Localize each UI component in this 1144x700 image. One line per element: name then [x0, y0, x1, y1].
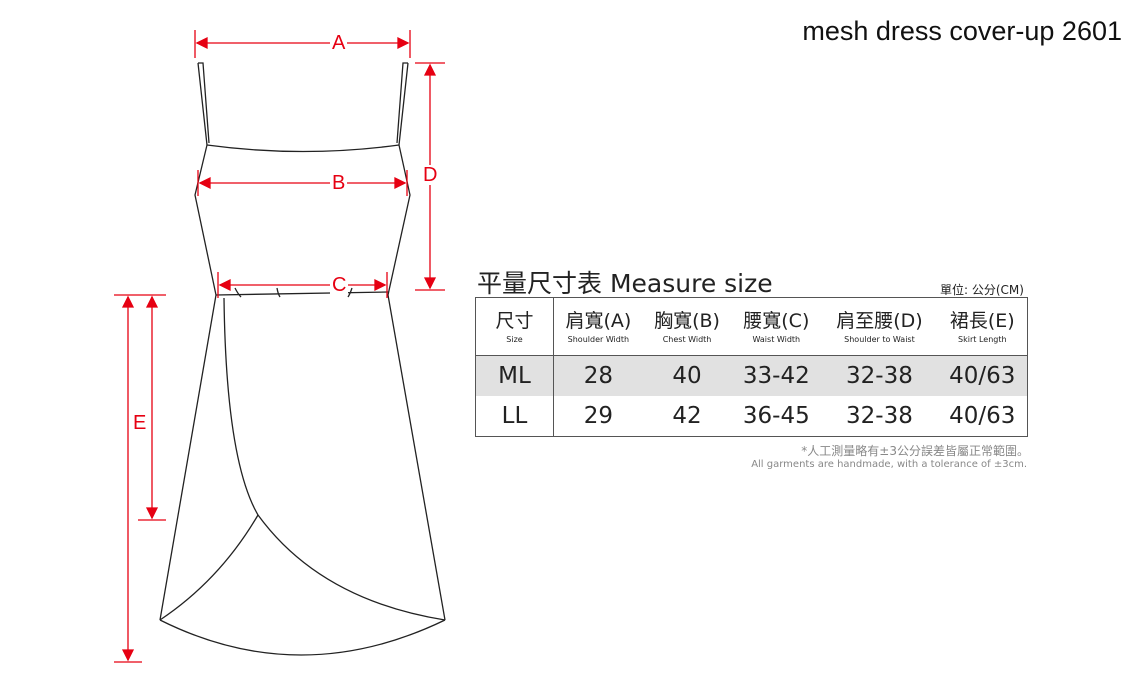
label-a: A [330, 32, 348, 54]
unit-label: 單位: 公分(CM) [940, 283, 1024, 297]
header-skirt: 裙長(E) Skirt Length [938, 298, 1028, 356]
header-zh: 肩至腰(D) [836, 309, 923, 332]
measure-lines [114, 30, 445, 663]
cell: 32-38 [846, 403, 913, 429]
header-en: Skirt Length [958, 334, 1007, 344]
table-title: 平量尺寸表 Measure size [477, 269, 773, 298]
table-row: ML 28 40 33-42 32-38 40/63 [475, 355, 1028, 396]
cell-size: ML [475, 355, 554, 396]
product-title: mesh dress cover-up 2601 [802, 16, 1122, 46]
size-table: 尺寸 Size 肩寬(A) Shoulder Width 胸寬(B) Chest Wi… [475, 297, 1028, 437]
label-e: E [131, 412, 149, 434]
header-en: Chest Width [662, 334, 712, 344]
table-row: LL 29 42 36-45 32-38 40/63 [475, 396, 1028, 437]
cell: 40/63 [949, 403, 1016, 429]
header-shoulder: 肩寬(A) Shoulder Width [554, 298, 643, 356]
header-zh: 肩寬(A) [565, 309, 632, 332]
header-en: Shoulder Width [567, 334, 630, 344]
header-shoulder-waist: 肩至腰(D) Shoulder to Waist [821, 298, 937, 356]
note-zh: *人工測量略有±3公分誤差皆屬正常範圍。 [801, 444, 1029, 458]
header-chest: 胸寬(B) Chest Width [643, 298, 732, 356]
cell: 28 [553, 355, 643, 396]
header-en: Waist Width [752, 334, 801, 344]
header-en: Size [506, 334, 523, 344]
header-size: 尺寸 Size [475, 297, 554, 356]
header-zh: 胸寬(B) [654, 309, 720, 332]
header-zh: 腰寬(C) [743, 309, 810, 332]
cell: 32-38 [821, 355, 938, 396]
header-en: Shoulder to Waist [844, 334, 915, 344]
label-d: D [421, 164, 440, 186]
cell: 40 [642, 355, 732, 396]
label-b: B [330, 172, 348, 194]
header-zh: 尺寸 [495, 309, 534, 332]
note-en: All garments are handmade, with a tolera… [751, 459, 1027, 470]
cell: 33-42 [731, 355, 822, 396]
label-c: C [330, 274, 349, 296]
header-zh: 裙長(E) [949, 309, 1015, 332]
dress-outline [159, 62, 446, 656]
header-waist: 腰寬(C) Waist Width [731, 298, 821, 356]
cell: 36-45 [742, 403, 810, 429]
table-header-row: 尺寸 Size 肩寬(A) Shoulder Width 胸寬(B) Chest Wi… [475, 297, 1028, 356]
cell-size: LL [475, 396, 554, 437]
cell: 42 [672, 403, 702, 429]
cell: 40/63 [937, 355, 1028, 396]
cell: 29 [583, 403, 613, 429]
